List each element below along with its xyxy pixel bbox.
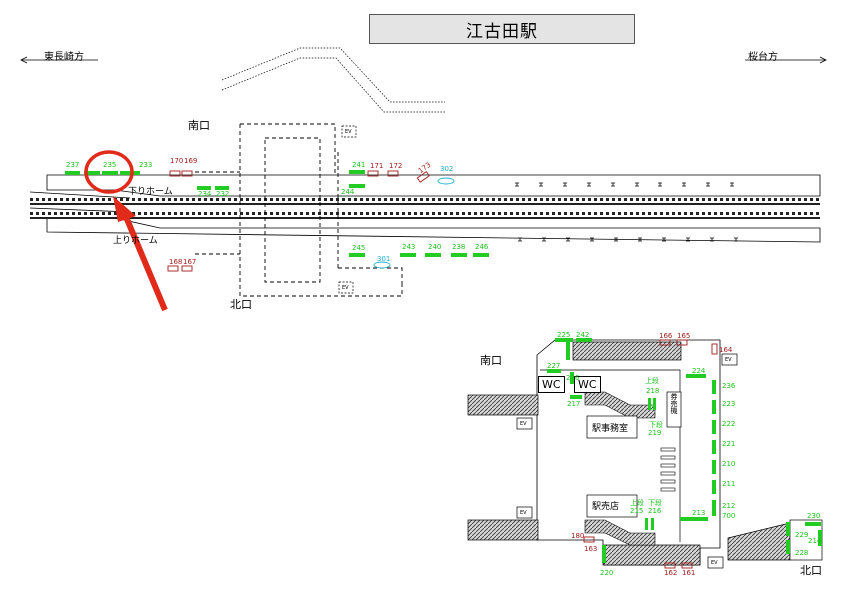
marker-225: 225 <box>557 331 571 339</box>
ev-label: EV <box>725 357 732 363</box>
marker-222: 222 <box>722 420 736 428</box>
marker-170: 170 <box>170 157 184 165</box>
marker-216: 216 <box>648 507 662 515</box>
ev-label: EV <box>711 560 718 566</box>
marker-246: 246 <box>475 243 489 251</box>
wc-label: WC <box>574 376 601 393</box>
marker-234: 234 <box>198 190 212 198</box>
marker-172: 172 <box>389 162 403 170</box>
marker-218: 218 <box>646 387 660 395</box>
marker-302: 302 <box>440 165 454 173</box>
marker-215: 215 <box>630 507 644 515</box>
south-exit-label-top: 南口 <box>188 119 210 132</box>
marker-238: 238 <box>452 243 466 251</box>
ev-label: EV <box>520 421 527 427</box>
lower-label: 下段 <box>649 421 663 429</box>
marker-235: 235 <box>103 161 117 169</box>
south-exit-label-bottom: 南口 <box>480 354 502 367</box>
marker-217: 217 <box>567 400 581 408</box>
marker-226: 226 <box>566 374 580 382</box>
marker-230: 230 <box>807 512 821 520</box>
north-exit-label-top: 北口 <box>230 298 252 311</box>
marker-232: 232 <box>216 190 230 198</box>
ev-label: EV <box>342 285 349 291</box>
ev-label: EV <box>520 510 527 516</box>
marker-219: 219 <box>648 429 662 437</box>
direction-left-label: 東長崎方 <box>44 52 84 63</box>
ev-label: EV <box>345 129 352 135</box>
track-2 <box>30 212 820 215</box>
down-platform-label: 下りホーム <box>128 187 173 197</box>
marker-171: 171 <box>370 162 384 170</box>
marker-211: 211 <box>722 480 736 488</box>
marker-227: 227 <box>547 362 561 370</box>
marker-242: 242 <box>576 331 590 339</box>
marker-213: 213 <box>692 509 706 517</box>
marker-161: 161 <box>682 569 696 577</box>
marker-169: 169 <box>184 157 198 165</box>
marker-163: 163 <box>584 545 598 553</box>
marker-210: 210 <box>722 460 736 468</box>
marker-164: 164 <box>719 346 733 354</box>
marker-224: 224 <box>692 367 706 375</box>
marker-245: 245 <box>352 244 366 252</box>
marker-241: 241 <box>352 161 366 169</box>
station-office-label: 駅事務室 <box>592 424 629 434</box>
marker-168: 168 <box>169 258 183 266</box>
track-1 <box>30 198 820 201</box>
marker-240: 240 <box>428 243 442 251</box>
marker-228: 228 <box>795 549 809 557</box>
marker-223: 223 <box>722 400 736 408</box>
marker-214: 214 <box>808 537 822 545</box>
marker-180: 180 <box>571 532 585 540</box>
marker-237: 237 <box>66 161 80 169</box>
marker-212: 212 <box>722 502 736 510</box>
marker-166: 166 <box>659 332 673 340</box>
marker-301: 301 <box>377 255 391 263</box>
marker-221: 221 <box>722 440 736 448</box>
marker-700: 700 <box>722 512 736 520</box>
station-title: 江古田駅 <box>369 14 635 44</box>
up-platform <box>46 217 821 243</box>
ticket-machine-label: 券売機 <box>670 393 678 414</box>
highlight-arrow <box>121 210 168 312</box>
marker-162: 162 <box>664 569 678 577</box>
marker-236: 236 <box>722 382 736 390</box>
lower-label: 下段 <box>648 499 662 507</box>
upper-label: 上段 <box>645 377 659 385</box>
up-platform-label: 上りホーム <box>113 236 158 246</box>
direction-right-label: 桜台方 <box>748 52 778 63</box>
shop-label: 駅売店 <box>592 502 620 512</box>
marker-167: 167 <box>183 258 197 266</box>
marker-243: 243 <box>402 243 416 251</box>
marker-233: 233 <box>139 161 153 169</box>
marker-165: 165 <box>677 332 691 340</box>
marker-229: 229 <box>795 531 809 539</box>
marker-244: 244 <box>341 188 355 196</box>
highlight-circle <box>84 150 134 194</box>
marker-220: 220 <box>600 569 614 577</box>
north-exit-label-bottom: 北口 <box>800 564 822 577</box>
upper-label: 上段 <box>630 499 644 507</box>
wc-label: WC <box>538 376 565 393</box>
